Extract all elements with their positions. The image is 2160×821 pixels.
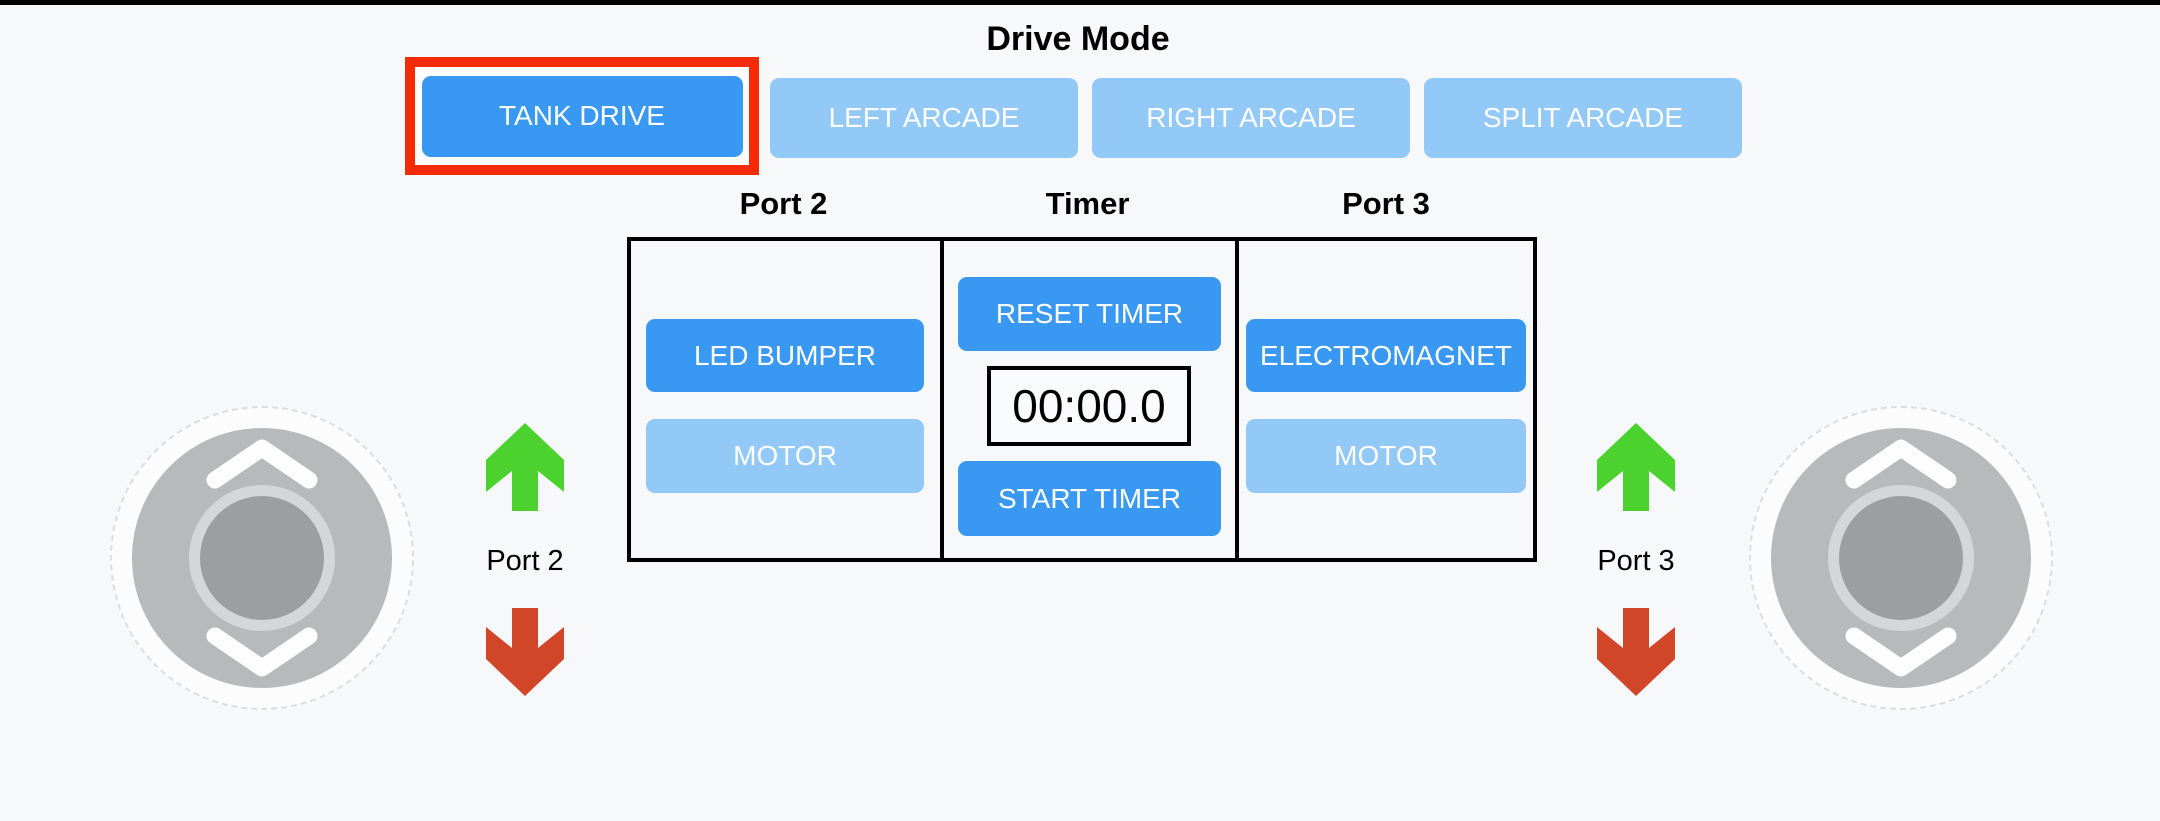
chevron-down-icon xyxy=(206,627,318,677)
right-axis-label: Port 3 xyxy=(1597,545,1675,577)
up-arrow-icon xyxy=(486,423,564,511)
panel-divider xyxy=(1235,241,1239,558)
timer-panel: RESET TIMER 00:00.0 START TIMER xyxy=(944,241,1235,558)
port3-panel-title: Port 3 xyxy=(1342,186,1430,221)
device-panel-box: LED BUMPER MOTOR RESET TIMER 00:00.0 STA… xyxy=(627,237,1537,562)
left-joystick-knob[interactable] xyxy=(200,496,324,620)
timer-display: 00:00.0 xyxy=(987,366,1191,446)
right-joystick-knob-ring xyxy=(1828,485,1974,631)
chevron-down-icon xyxy=(1845,627,1957,677)
chevron-up-icon xyxy=(206,439,318,489)
port2-panel: LED BUMPER MOTOR xyxy=(631,241,940,558)
electromagnet-button[interactable]: ELECTROMAGNET xyxy=(1246,319,1526,392)
tank-drive-button[interactable]: TANK DRIVE xyxy=(421,75,743,157)
chevron-up-icon xyxy=(1845,439,1957,489)
right-joystick-knob[interactable] xyxy=(1839,496,1963,620)
timer-panel-title: Timer xyxy=(1045,186,1130,221)
port2-motor-button[interactable]: MOTOR xyxy=(646,419,924,493)
left-joystick-knob-ring xyxy=(189,485,335,631)
start-timer-button[interactable]: START TIMER xyxy=(958,461,1221,536)
left-joystick-pad[interactable] xyxy=(132,428,392,688)
left-axis-label: Port 2 xyxy=(486,545,564,577)
port3-panel: ELECTROMAGNET MOTOR xyxy=(1239,241,1533,558)
panel-divider xyxy=(940,241,944,558)
led-bumper-button[interactable]: LED BUMPER xyxy=(646,319,924,392)
selected-mode-outline: TANK DRIVE xyxy=(405,57,759,175)
right-arcade-button[interactable]: RIGHT ARCADE xyxy=(1092,78,1410,158)
down-arrow-icon xyxy=(486,608,564,696)
drive-mode-title: Drive Mode xyxy=(986,20,1170,58)
left-joystick[interactable] xyxy=(110,406,414,710)
port3-motor-button[interactable]: MOTOR xyxy=(1246,419,1526,493)
down-arrow-icon xyxy=(1597,608,1675,696)
top-bar xyxy=(0,0,2160,5)
left-axis-indicator: Port 2 xyxy=(481,423,569,696)
right-joystick[interactable] xyxy=(1749,406,2053,710)
up-arrow-icon xyxy=(1597,423,1675,511)
left-arcade-button[interactable]: LEFT ARCADE xyxy=(770,78,1078,158)
right-joystick-pad[interactable] xyxy=(1771,428,2031,688)
split-arcade-button[interactable]: SPLIT ARCADE xyxy=(1424,78,1742,158)
port2-panel-title: Port 2 xyxy=(739,186,828,221)
right-axis-indicator: Port 3 xyxy=(1592,423,1680,696)
reset-timer-button[interactable]: RESET TIMER xyxy=(958,277,1221,351)
